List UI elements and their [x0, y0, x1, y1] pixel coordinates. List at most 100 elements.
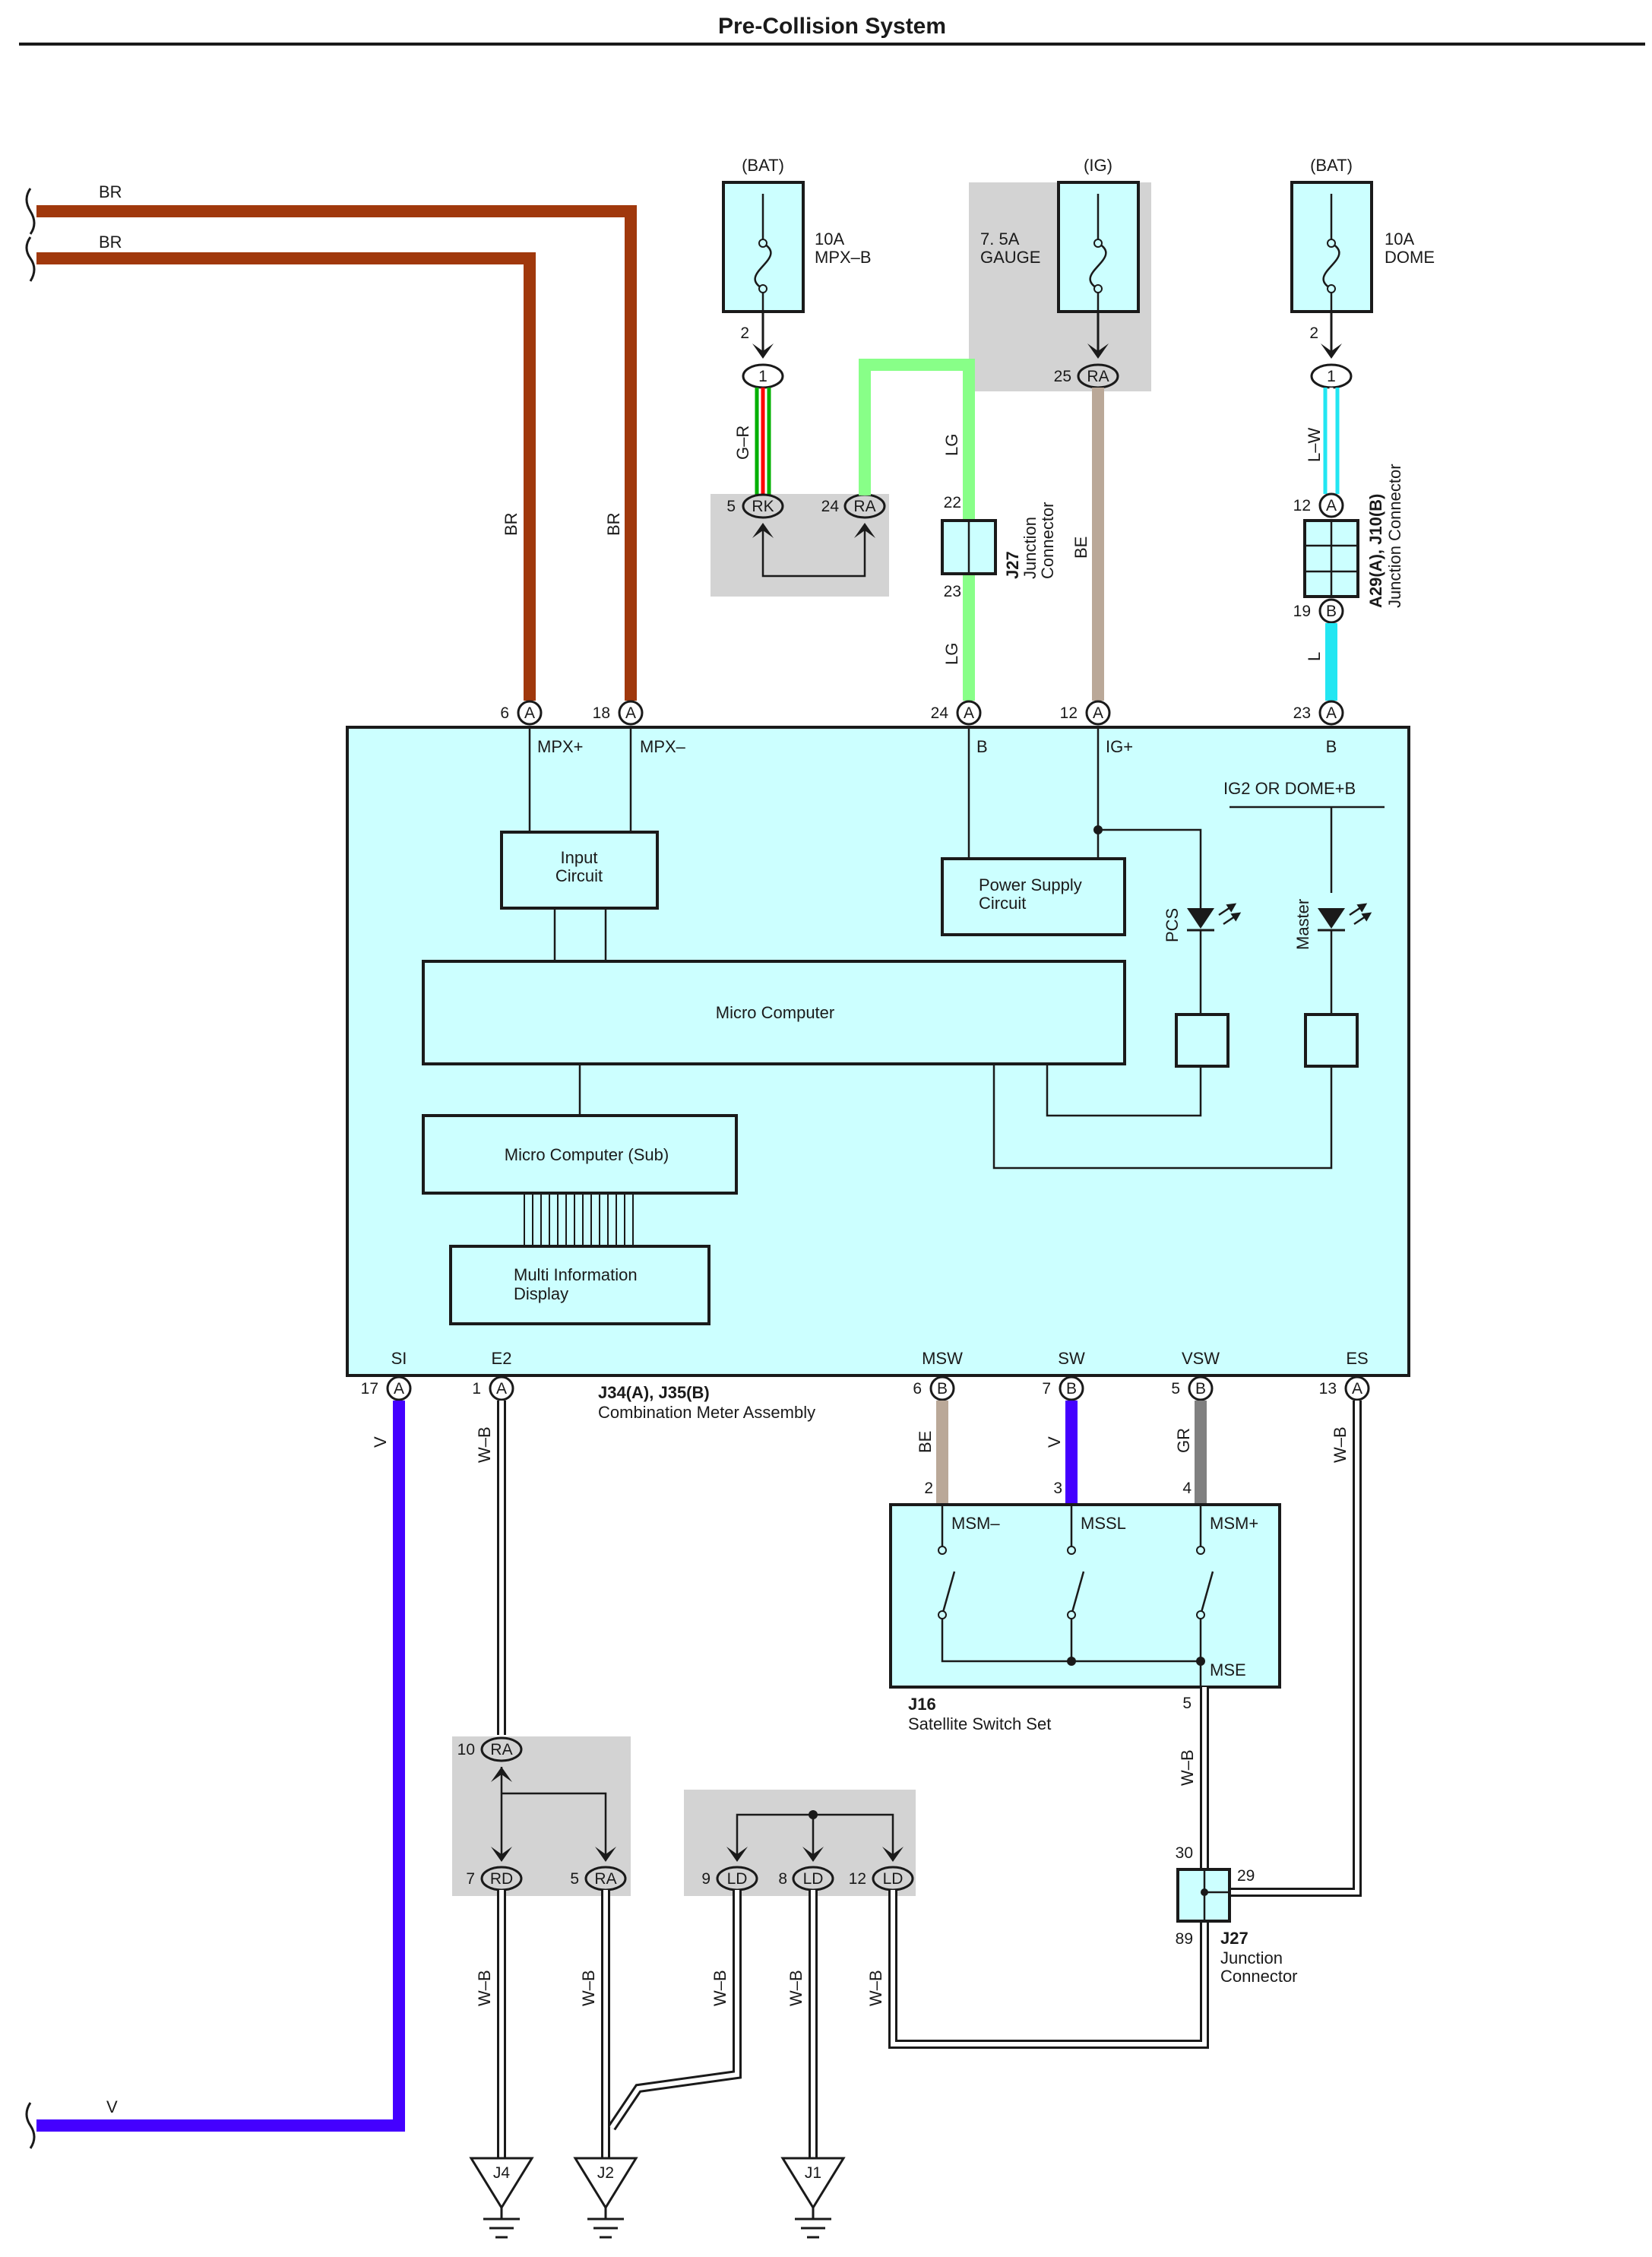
conn-rd7-label: RD — [490, 1870, 513, 1888]
j27-top-id: J27 — [1003, 551, 1022, 579]
multi-info-display-block — [449, 1245, 710, 1325]
conn-mpx-1-label: 1 — [758, 368, 767, 385]
fuse-dome — [1290, 181, 1373, 313]
meter-pin-name-mpx-minus: MPX– — [640, 737, 686, 756]
meter-bottom-pin-7b-num: 7 — [1042, 1380, 1051, 1398]
conn-ra10 — [480, 1736, 523, 1762]
ground-j4-icon — [469, 2157, 534, 2239]
conn-rk — [742, 493, 784, 519]
conn-ra10-pin: 10 — [457, 1741, 475, 1758]
ld12-arrow — [882, 1847, 904, 1862]
meter-top-pin-24-num: 24 — [931, 704, 949, 722]
meter-bottom-pin-17-num: 17 — [361, 1380, 378, 1398]
wire-label-lw: L–W — [1305, 428, 1324, 462]
j27-bottom-name1: Junction — [1220, 1948, 1283, 1967]
br-wire-1 — [36, 205, 637, 701]
wire-label-lg-bottom: LG — [942, 643, 961, 665]
fuse-mpx-b — [722, 181, 805, 313]
j27-bottom-pin-29: 29 — [1237, 1867, 1255, 1885]
wire-break-v — [25, 2102, 36, 2149]
v-wire-si — [36, 1401, 405, 2132]
int-mc-master-driver — [992, 1064, 1333, 1170]
rd7-arrow — [491, 1847, 512, 1862]
input-circuit-line1: Input — [561, 848, 598, 867]
power-supply-line2: Circuit — [979, 894, 1026, 913]
multi-info-line2: Display — [514, 1284, 568, 1303]
a29-name: Junction Connector — [1385, 464, 1404, 608]
meter-top-pin-23-conn: A — [1326, 704, 1337, 722]
wire-break-br1 — [25, 188, 36, 235]
meter-pin-name-b-24: B — [976, 737, 988, 756]
meter-pin-name-e2: E2 — [492, 1349, 512, 1368]
switch-set-name: Satellite Switch Set — [908, 1714, 1051, 1733]
conn-ra24-label: RA — [853, 498, 875, 515]
meter-top-pin-24-conn: A — [964, 704, 974, 722]
meter-top-pin-18-conn: A — [625, 704, 636, 722]
meter-top-pin-23-num: 23 — [1293, 704, 1311, 722]
switch-msm-minus — [938, 1505, 956, 1619]
switch-label-mssl: MSSL — [1081, 1514, 1126, 1533]
multi-info-line1: Multi Information — [514, 1265, 638, 1284]
j27-top-pin-22: 22 — [944, 494, 961, 511]
ground-j1-label: J1 — [805, 2164, 821, 2182]
a29-junction-block — [1303, 519, 1359, 598]
wire-label-wb-ld9: W–B — [710, 1970, 729, 2006]
meter-pin-name-es: ES — [1346, 1349, 1368, 1368]
fuse-gauge-name: GAUGE — [980, 248, 1040, 267]
meter-top-pin-24 — [956, 700, 982, 726]
j27-top-name2: Connector — [1038, 502, 1057, 579]
wire-label-wb-e2: W–B — [475, 1426, 494, 1463]
int-mc-pcs-driver — [1046, 1064, 1202, 1117]
fuse-dome-pin: 2 — [1309, 324, 1318, 342]
meter-top-pin-12 — [1085, 700, 1111, 726]
fuse-gauge-arrow — [1087, 343, 1109, 359]
fuse-dome-rating: 10A — [1385, 229, 1414, 248]
meter-bottom-pin-1 — [489, 1375, 514, 1401]
conn-a29-a-pin: 12 — [1293, 497, 1311, 514]
meter-name: Combination Meter Assembly — [598, 1403, 815, 1422]
micro-computer-sub-label: Micro Computer (Sub) — [505, 1145, 669, 1164]
switch-label-msm-plus: MSM+ — [1210, 1514, 1258, 1533]
meter-top-pin-6-conn: A — [524, 704, 535, 722]
fuse-mpx-name: MPX–B — [815, 248, 872, 267]
wire-label-v-left: V — [371, 1436, 390, 1448]
fuse-dome-source: (BAT) — [1310, 156, 1353, 175]
conn-a29-b-pin: 19 — [1293, 603, 1311, 620]
meter-id: J34(A), J35(B) — [598, 1383, 710, 1402]
fuse-gauge-rating: 7. 5A — [980, 229, 1020, 248]
conn-ra5-label: RA — [594, 1870, 616, 1888]
master-led-label: Master — [1293, 899, 1312, 950]
conn-ra10-label: RA — [490, 1741, 512, 1758]
int-pcs-feed — [1098, 828, 1202, 893]
ground-j1-icon — [780, 2157, 846, 2239]
conn-rd7-pin: 7 — [466, 1870, 475, 1888]
wire-label-br-v1: BR — [502, 512, 521, 536]
meter-bottom-pin-17-conn: A — [394, 1380, 404, 1398]
meter-top-pin-23 — [1318, 700, 1344, 726]
wire-label-gr: G–R — [733, 426, 752, 460]
conn-ra24-pin: 24 — [821, 498, 840, 515]
meter-bottom-pin-5b-conn: B — [1195, 1380, 1206, 1398]
gr-wire — [755, 388, 771, 495]
meter-pin-name-sw: SW — [1058, 1349, 1085, 1368]
meter-pin-name-mpx-plus: MPX+ — [537, 737, 584, 756]
rk-arrow — [752, 523, 774, 538]
j27-top-name1: Junction — [1021, 517, 1040, 579]
meter-pin-name-si: SI — [391, 1349, 407, 1368]
fuse-mpx-pin: 2 — [740, 324, 749, 342]
wire-label-br2: BR — [99, 233, 122, 252]
fuse-mpx-rating: 10A — [815, 229, 844, 248]
fuse-mpx-source: (BAT) — [742, 156, 784, 175]
wire-label-wb-mse: W–B — [1178, 1749, 1197, 1786]
pcs-led-label: PCS — [1163, 908, 1182, 942]
j27-bottom-id: J27 — [1220, 1929, 1248, 1948]
ld-node — [809, 1810, 818, 1819]
switch-pin-4: 4 — [1182, 1480, 1192, 1497]
wire-label-v-bottom: V — [106, 2097, 118, 2116]
conn-dome-1-label: 1 — [1327, 368, 1336, 385]
meter-bottom-pin-13 — [1344, 1375, 1370, 1401]
micro-computer-sub-block — [422, 1114, 738, 1195]
meter-top-pin-18-num: 18 — [593, 704, 610, 722]
wire-label-wb-es: W–B — [1331, 1426, 1350, 1463]
